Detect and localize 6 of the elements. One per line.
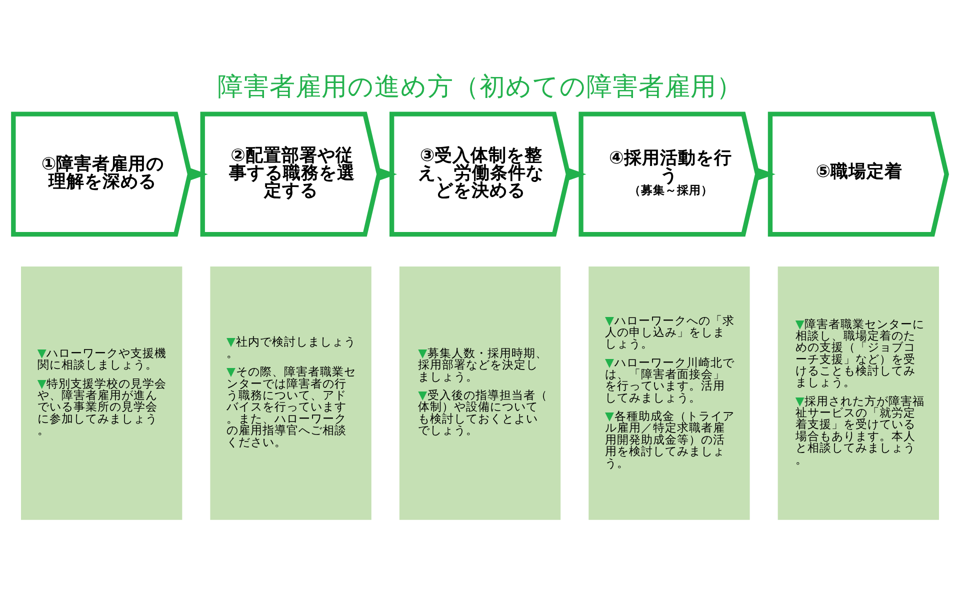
node-box: ▼募集人数・採用時期、採用部署などを決定しましょう。 ▼受入後の指導担当者（体制）や設備についても検討しておくとよいでしょう。: [399, 266, 561, 520]
node-box: ▼ハローワークや支援機関に相談しましょう。 ▼特別支援学校の見学会や、障害者雇用が進んでいる事業所の見学会に参加してみましょう。: [21, 266, 182, 520]
node-box: ▼障害者職業センターに相談し、職場定着のための支援（「ジョブコーチ支援」など）を受けることも検討してみましょう。 ▼採用された方が障害福祉サービスの「就労定着支援」を受けている場合もあります。本人と相談してみましょう。: [778, 266, 939, 520]
node-box: ▼ハローワークへの「求人の申し込み」をしましょう。 ▼ハローワーク川崎北では、「障害者面接会」を行っています。活用してみましょう。 ▼各種助成金（トライアル雇用／特定求職者雇用開発助成金等）の活用を検討してみましょう。: [588, 266, 750, 520]
node-box: ▼社内で検討しましょう。 ▼その際、障害者職業センターでは障害者の行う職務について、アドバイスを行っています。また、ハローワークの雇用指導官へご相談ください。: [210, 266, 372, 520]
diagram-title: 障害者雇用の進め方（初めての障害者雇用）: [218, 72, 742, 102]
